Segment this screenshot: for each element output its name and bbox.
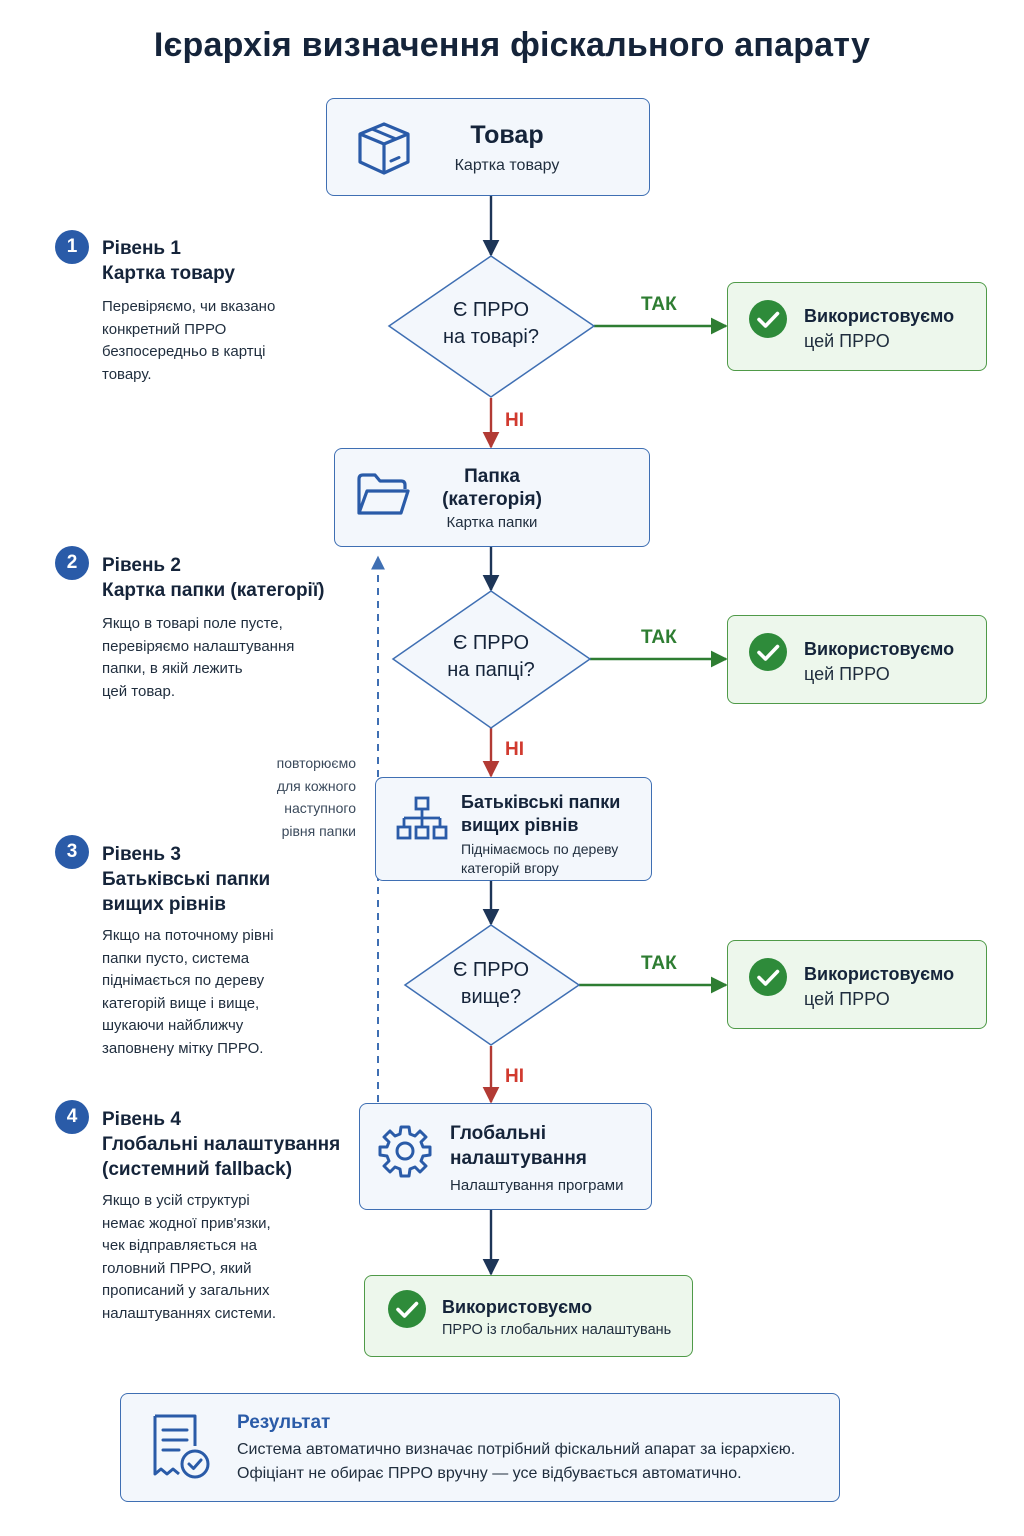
no-label-1: НІ <box>505 410 524 431</box>
folder-box: Папка (категорія) Картка папки <box>334 448 650 547</box>
product-title: Товар <box>470 121 544 149</box>
level-3-description: Якщо на поточному рівні папки пусто, сис… <box>102 927 274 1057</box>
global-title-line1: Глобальні <box>450 1123 547 1144</box>
folder-title-line1: Папка <box>464 466 520 487</box>
decision-2-text: Є ПРРО на папці? <box>447 632 535 681</box>
result-box: Результат Система автоматично визначає п… <box>120 1393 840 1502</box>
result-line1: Система автоматично визначає потрібний ф… <box>237 1441 796 1458</box>
use-prro-line1: Використовуємо <box>804 306 955 326</box>
level-2-number: 2 <box>55 546 89 580</box>
product-box: Товар Картка товару <box>326 98 650 196</box>
use-prro-line2: цей ПРРО <box>804 989 890 1009</box>
no-label-2: НІ <box>505 739 524 760</box>
decision-diamond-1 <box>387 255 596 398</box>
use-prro-line2: цей ПРРО <box>804 331 890 351</box>
level-2-description: Якщо в товарі поле пусте, перевіряємо на… <box>102 615 295 700</box>
receipt-check-icon <box>153 1414 210 1479</box>
global-title-line2: налаштування <box>450 1148 587 1169</box>
level-4-title: Рівень 4 Глобальні налаштування (системн… <box>102 1109 341 1180</box>
page-title: Ієрархія визначення фіскального апарату <box>153 26 871 64</box>
box-icon <box>358 122 410 175</box>
check-icon <box>388 1290 426 1328</box>
use-prro-line1: Використовуємо <box>804 639 955 659</box>
parents-title-line1: Батьківські папки <box>461 792 621 812</box>
check-icon <box>749 958 787 996</box>
level-1-number: 1 <box>55 230 89 264</box>
product-subtitle: Картка товару <box>454 157 560 174</box>
yes-label-3: ТАК <box>641 953 677 974</box>
global-settings-box: Глобальні налаштування Налаштування прог… <box>359 1103 652 1210</box>
check-icon <box>749 633 787 671</box>
parent-folders-box: Батьківські папки вищих рівнів Піднімаєм… <box>375 777 652 881</box>
decision-3-text: Є ПРРО вище? <box>452 959 530 1008</box>
final-line2: ПРРО із глобальних налаштувань <box>442 1322 672 1338</box>
decision-1-text: Є ПРРО на товарі? <box>443 299 539 348</box>
check-icon <box>749 300 787 338</box>
level-4-number: 4 <box>55 1100 89 1134</box>
yes-label-2: ТАК <box>641 627 677 648</box>
level-3-title: Рівень 3 Батьківські папки вищих рівнів <box>102 844 271 915</box>
parents-title-line2: вищих рівнів <box>461 815 579 835</box>
folder-icon <box>357 473 410 515</box>
folder-title-line2: (категорія) <box>442 489 542 510</box>
use-prro-box-2: Використовуємо цей ПРРО <box>727 615 987 704</box>
use-prro-box-3: Використовуємо цей ПРРО <box>727 940 987 1029</box>
decision-diamond-2 <box>391 590 592 729</box>
hierarchy-icon <box>396 796 448 840</box>
level-2-title: Рівень 2 Картка папки (категорії) <box>102 555 325 601</box>
final-line1: Використовуємо <box>442 1297 593 1317</box>
no-label-3: НІ <box>505 1066 524 1087</box>
use-prro-line1: Використовуємо <box>804 964 955 984</box>
global-subtitle: Налаштування програми <box>450 1177 624 1194</box>
parents-sub-line1: Піднімаємось по дереву <box>461 841 619 857</box>
use-prro-box-1: Використовуємо цей ПРРО <box>727 282 987 371</box>
level-3-number: 3 <box>55 835 89 869</box>
yes-label-1: ТАК <box>641 294 677 315</box>
decision-diamond-3 <box>403 924 581 1046</box>
level-4-description: Якщо в усій структурі немає жодної прив'… <box>102 1192 277 1322</box>
use-prro-line2: цей ПРРО <box>804 664 890 684</box>
result-line2: Офіціант не обирає ПРРО вручну — усе від… <box>237 1465 742 1482</box>
level-1-description: Перевіряємо, чи вказано конкретний ПРРО … <box>102 298 276 383</box>
parents-sub-line2: категорій вгору <box>461 860 559 876</box>
repeat-note: повторюємо для кожного наступного рівня … <box>276 755 356 839</box>
folder-subtitle: Картка папки <box>446 514 538 531</box>
level-1-title: Рівень 1 Картка товару <box>102 238 235 284</box>
result-title: Результат <box>237 1412 331 1433</box>
final-use-global-box: Використовуємо ПРРО із глобальних налашт… <box>364 1275 693 1357</box>
gear-icon <box>378 1125 432 1178</box>
